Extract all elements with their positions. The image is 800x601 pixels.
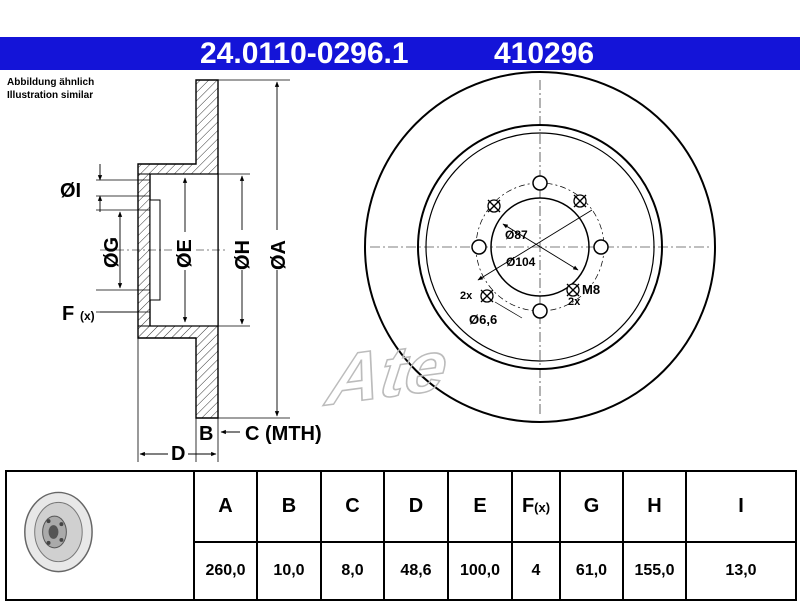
- spec-header-D: D: [383, 469, 449, 544]
- spec-header-A: A: [193, 469, 258, 544]
- dim-C-label: C (MTH): [245, 423, 322, 445]
- ate-watermark: Ate: [321, 325, 452, 421]
- spec-header-F: F(x): [511, 469, 561, 544]
- spec-value-D: 48,6: [383, 541, 449, 601]
- thread-label: M8: [582, 282, 600, 297]
- spec-value-row: 260,0 10,0 8,0 48,6 100,0 4 61,0 155,0 1…: [6, 541, 797, 601]
- qty-right-label: 2x: [568, 296, 581, 308]
- spec-value-H: 155,0: [622, 541, 687, 601]
- spec-value-A: 260,0: [193, 541, 258, 601]
- hole-dia-label: Ø6,6: [469, 312, 497, 327]
- spec-value-B: 10,0: [256, 541, 322, 601]
- dim-B-label: B: [199, 423, 213, 445]
- dim-D-label: D: [171, 443, 185, 465]
- spec-value-F: 4: [511, 541, 561, 601]
- note-line-1: Abbildung ähnlich: [7, 77, 95, 88]
- spec-header-E: E: [447, 469, 513, 544]
- spec-header-row: A B C D E F(x) G H I: [5, 469, 797, 601]
- header-bar: 24.0110-0296.1 410296: [0, 37, 800, 70]
- spec-table: A B C D E F(x) G H I 260,0 10,0 8,0 48,6…: [5, 469, 797, 601]
- spec-header-F-letter: F: [521, 495, 535, 518]
- dim-G-label: ØG: [101, 237, 123, 268]
- front-view: Ø87 Ø104 2x Ø6,6 M8 2x Ate: [320, 71, 716, 423]
- dim-H-label: ØH: [232, 240, 254, 270]
- spec-header-H: H: [622, 469, 687, 544]
- spec-header-F-suffix: (x): [534, 500, 551, 516]
- spec-header-G: G: [559, 469, 624, 544]
- spec-value-G: 61,0: [559, 541, 624, 601]
- spec-value-C: 8,0: [320, 541, 385, 601]
- dim-F-label: F: [62, 303, 74, 325]
- part-number: 24.0110-0296.1: [200, 37, 409, 70]
- rotor-thumbnail: [5, 470, 195, 601]
- technical-drawing: ØI ØG ØE ØH ØA F (x) B C (MTH): [60, 71, 716, 465]
- dim-I-label: ØI: [60, 180, 81, 202]
- dim-F-suffix: (x): [80, 309, 95, 323]
- spec-value-I: 13,0: [685, 541, 797, 601]
- side-section-view: ØI ØG ØE ØH ØA F (x) B C (MTH): [60, 79, 322, 465]
- dim-A-label: ØA: [268, 240, 290, 270]
- spec-header-B: B: [256, 469, 322, 544]
- reference-number: 410296: [494, 37, 595, 70]
- spec-header-C: C: [320, 469, 385, 544]
- qty-left-label: 2x: [460, 290, 473, 302]
- spec-value-E: 100,0: [447, 541, 513, 601]
- dia-104-label: Ø104: [506, 255, 536, 269]
- rotor-thumbnail-icon: [24, 491, 93, 573]
- dia-87-label: Ø87: [505, 228, 528, 242]
- spec-header-I: I: [685, 469, 797, 544]
- dim-E-label: ØE: [174, 239, 196, 268]
- note-line-2: Illustration similar: [7, 90, 94, 101]
